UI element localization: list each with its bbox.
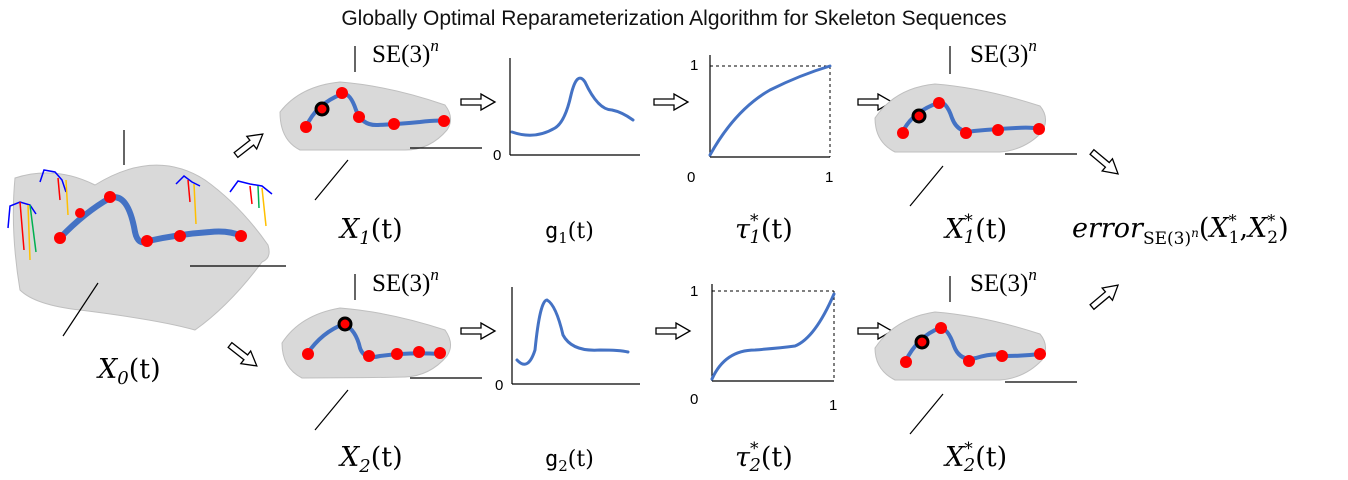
svg-text:1: 1 — [690, 57, 698, 74]
sample-point — [960, 127, 972, 139]
plot-g2: 0 — [495, 287, 640, 394]
sample-point — [391, 348, 403, 360]
manifold-x0 — [7, 130, 286, 337]
sample-point — [104, 191, 116, 203]
plot-tau1: 1 0 1 — [687, 55, 833, 186]
manifold-x2 — [281, 274, 482, 431]
highlight-point — [314, 101, 330, 117]
skeleton-icon — [175, 175, 201, 225]
double-arrow-icon — [1086, 278, 1124, 314]
sample-point — [1033, 123, 1045, 135]
label-g1: g1(t) — [545, 219, 594, 247]
highlight-point — [914, 334, 930, 350]
highlight-point — [337, 316, 353, 332]
sample-point — [235, 230, 247, 242]
sample-point — [336, 87, 348, 99]
manifold-x1 — [279, 46, 482, 201]
svg-text:0: 0 — [495, 377, 503, 394]
svg-text:0: 0 — [687, 169, 695, 186]
label-x2: X2(t) — [338, 442, 403, 477]
label-x1: X1(t) — [338, 214, 403, 249]
sample-point — [434, 347, 446, 359]
sample-point — [353, 111, 365, 123]
skeleton-icon — [7, 201, 37, 261]
svg-text:1: 1 — [825, 169, 833, 186]
label-x1-star: X*1(t) — [943, 211, 1007, 248]
manifold-label: SE(3)n — [970, 265, 1037, 297]
sample-point — [363, 350, 375, 362]
sample-point — [388, 118, 400, 130]
sample-point — [963, 355, 975, 367]
sample-point — [413, 346, 425, 358]
svg-text:0: 0 — [690, 391, 698, 408]
double-arrow-icon — [230, 127, 269, 162]
sample-point — [141, 235, 153, 247]
plot-tau2: 1 0 1 — [690, 283, 837, 414]
sample-point — [54, 232, 66, 244]
sample-point — [996, 350, 1008, 362]
sample-point — [992, 124, 1004, 136]
plot-g1: 0 — [493, 58, 640, 164]
manifold-x2-star — [874, 276, 1077, 435]
label-x0: X0(t) — [96, 354, 161, 389]
sample-point — [935, 322, 947, 334]
double-arrow-icon — [460, 322, 496, 340]
sample-point — [897, 127, 909, 139]
sample-point — [933, 97, 945, 109]
skeleton-icon — [39, 169, 69, 216]
svg-text:0: 0 — [493, 147, 501, 164]
double-arrow-icon — [1086, 145, 1124, 181]
manifold-label: SE(3)n — [372, 36, 439, 68]
error-label: errorSE(3)n(X*1,X*2) — [1072, 211, 1289, 249]
skeleton-icon — [229, 180, 273, 227]
sample-point — [75, 208, 85, 218]
sample-point — [900, 356, 912, 368]
manifold-x1-star — [874, 46, 1077, 207]
double-arrow-icon — [224, 338, 263, 373]
manifold-label: SE(3)n — [372, 265, 439, 297]
sample-point — [438, 115, 450, 127]
label-x2-star: X*2(t) — [943, 439, 1007, 476]
label-g2: g2(t) — [545, 447, 594, 475]
highlight-point — [911, 108, 927, 124]
manifold-label: SE(3)n — [970, 36, 1037, 68]
sample-point — [1034, 348, 1046, 360]
double-arrow-icon — [653, 93, 689, 111]
diagram-title: Globally Optimal Reparameterization Algo… — [341, 7, 1006, 30]
sample-point — [300, 121, 312, 133]
label-tau2: τ*2(t) — [735, 439, 793, 476]
double-arrow-icon — [460, 93, 496, 111]
svg-text:1: 1 — [690, 283, 698, 300]
sample-point — [302, 348, 314, 360]
double-arrow-icon — [655, 322, 691, 340]
svg-text:1: 1 — [829, 397, 837, 414]
label-tau1: τ*1(t) — [735, 211, 793, 248]
sample-point — [174, 230, 186, 242]
